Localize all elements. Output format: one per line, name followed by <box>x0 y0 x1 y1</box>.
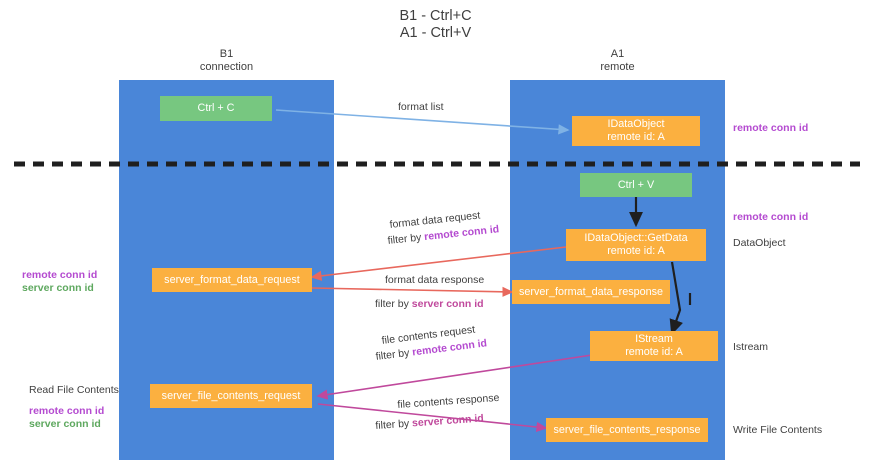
edge-label-filter-format-data-response: filter by server conn id <box>375 298 484 311</box>
node-server-file-contents-response-label: server_file_contents_response <box>553 423 701 436</box>
node-ctrl-c[interactable]: Ctrl + C <box>160 96 272 121</box>
node-ctrl-v-label: Ctrl + V <box>617 178 655 191</box>
annotation-left-server-conn-id-bottom: server conn id <box>29 418 101 430</box>
annotation-left-server-conn-id-mid: server conn id <box>22 282 94 294</box>
node-ctrl-c-label: Ctrl + C <box>197 102 235 114</box>
column-header-a1-sub: remote <box>600 60 635 73</box>
node-idataobject-line1: IDataObject <box>607 118 665 130</box>
annotation-write-file-contents: Write File Contents <box>733 424 823 436</box>
annotation-dataobject: DataObject <box>733 237 786 249</box>
node-getdata-line2: remote id: A <box>607 245 665 257</box>
page-title: B1 - Ctrl+C A1 - Ctrl+V <box>0 8 871 42</box>
node-istream[interactable]: IStream remote id: A <box>590 331 718 361</box>
column-header-a1-name: A1 <box>610 48 625 60</box>
filter-value-server-conn-id-2: server conn id <box>411 412 485 430</box>
node-istream-line2: remote id: A <box>625 346 683 358</box>
column-header-b1-name: B1 <box>219 48 234 60</box>
filter-by-text-2: filter by <box>375 298 409 310</box>
title-line-1: B1 - Ctrl+C <box>399 8 472 24</box>
column-header-a1: A1 remote <box>510 48 725 73</box>
node-server-file-contents-request[interactable]: server_file_contents_request <box>150 384 312 408</box>
filter-by-text-1: filter by <box>387 231 422 247</box>
node-server-file-contents-request-label: server_file_contents_request <box>161 389 301 402</box>
node-getdata[interactable]: IDataObject::GetData remote id: A <box>566 229 706 261</box>
node-idataobject[interactable]: IDataObject remote id: A <box>572 116 700 146</box>
filter-by-text-3: filter by <box>375 346 411 363</box>
column-header-b1: B1 connection <box>119 48 334 73</box>
filter-by-text-4: filter by <box>375 417 410 432</box>
edge-label-format-list: format list <box>398 101 444 113</box>
node-ctrl-v[interactable]: Ctrl + V <box>580 173 692 197</box>
node-server-format-data-response[interactable]: server_format_data_response <box>512 280 670 304</box>
node-server-file-contents-response[interactable]: server_file_contents_response <box>546 418 708 442</box>
edge-label-filter-file-contents-response: filter by server conn id <box>375 412 484 433</box>
annotation-remote-conn-id-mid: remote conn id <box>733 211 809 223</box>
title-line-2: A1 - Ctrl+V <box>399 25 472 41</box>
node-getdata-line1: IDataObject::GetData <box>584 232 688 244</box>
node-server-format-data-request-label: server_format_data_request <box>164 273 300 286</box>
annotation-istream: Istream <box>733 341 769 353</box>
node-server-format-data-request[interactable]: server_format_data_request <box>152 268 312 292</box>
annotation-remote-conn-id-top: remote conn id <box>733 122 809 134</box>
annotation-read-file-contents: Read File Contents <box>29 384 119 396</box>
annotation-left-remote-conn-id-mid: remote conn id <box>22 269 98 281</box>
arrow-format-data-response <box>311 286 514 297</box>
node-idataobject-line2: remote id: A <box>607 131 665 143</box>
column-header-b1-sub: connection <box>199 60 254 73</box>
annotation-left-remote-conn-id-bottom: remote conn id <box>29 405 105 417</box>
edge-label-file-contents-response: file contents response <box>397 391 500 411</box>
filter-value-server-conn-id-1: server conn id <box>411 298 484 310</box>
node-server-format-data-response-label: server_format_data_response <box>518 285 664 298</box>
node-istream-line1: IStream <box>635 333 673 345</box>
edge-label-format-data-response: format data response <box>385 274 485 286</box>
